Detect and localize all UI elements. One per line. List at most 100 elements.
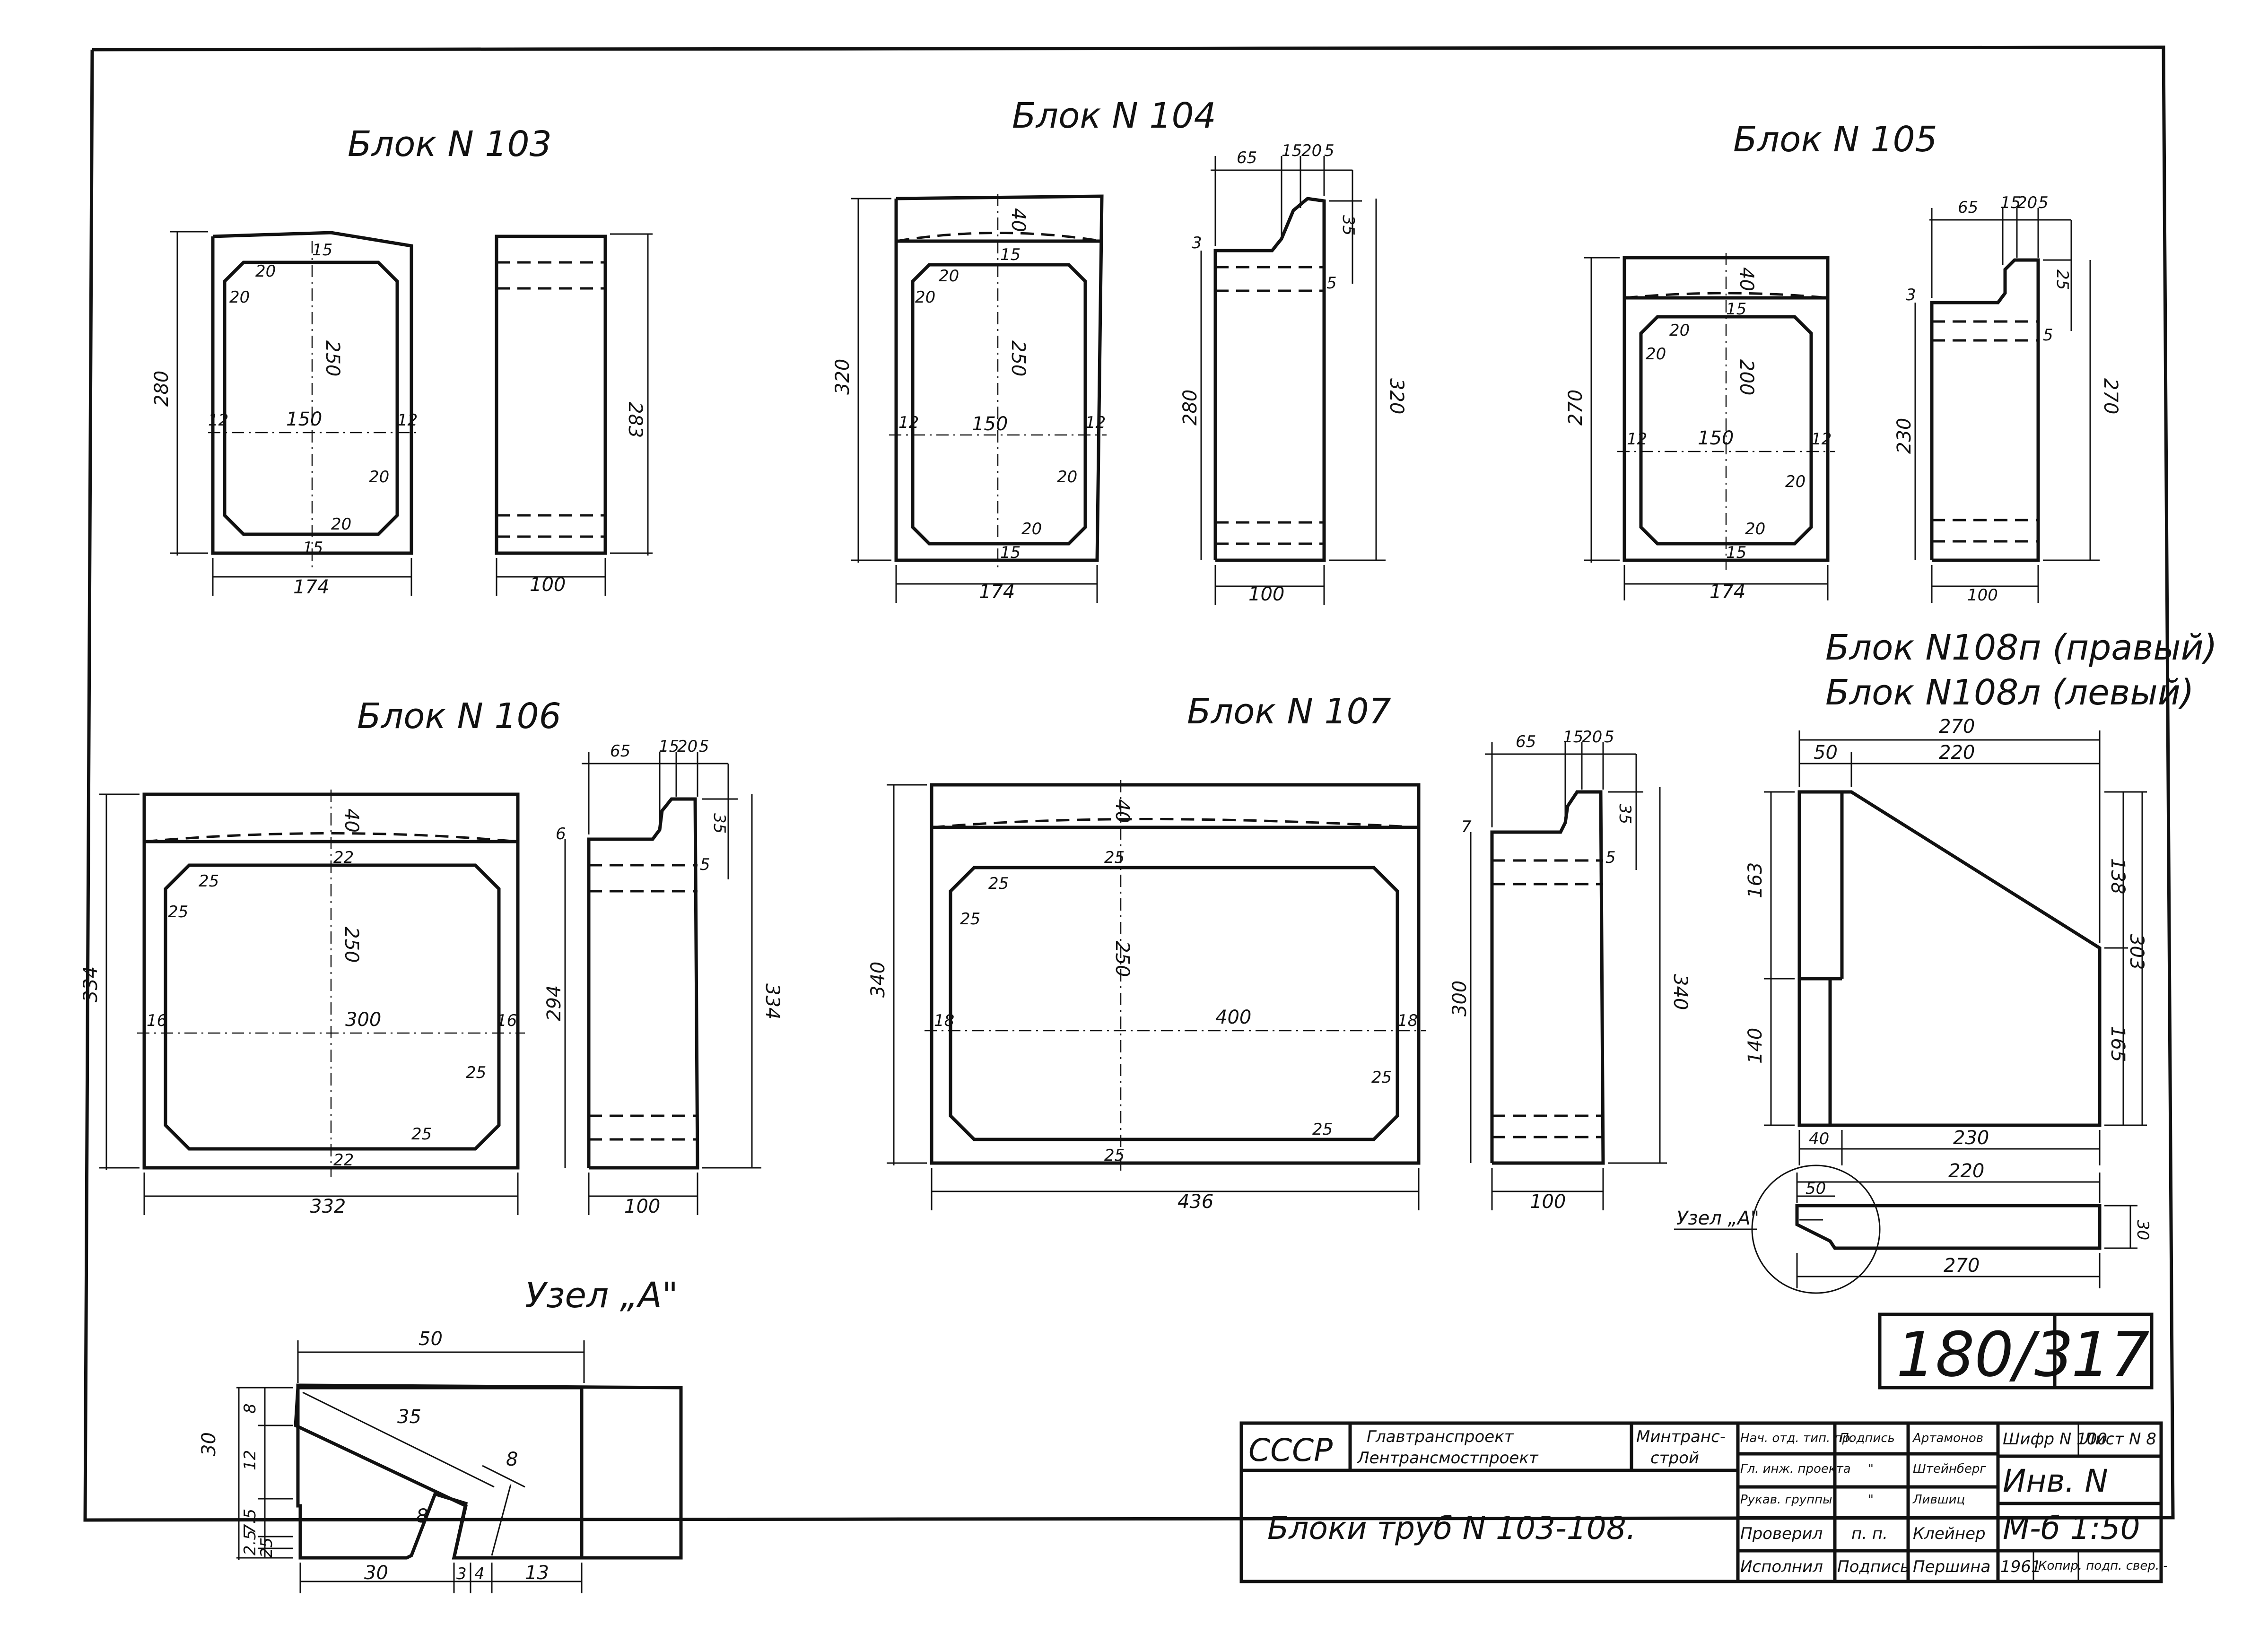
block-106-rim-bottom: 22 — [333, 1151, 354, 1170]
title-block-role-3: Рукав. группы — [1740, 1493, 1832, 1507]
title-block: СССР Главтранспроект Лентрансмостпроект … — [1239, 1421, 2168, 1583]
block-107: Блок N 107 340 40 250 400 436 25 25 25 2… — [867, 691, 1691, 1213]
node-a-cut: 8 — [416, 1505, 428, 1527]
title-block-org-2: Лентрансмостпроект — [1356, 1449, 1539, 1468]
stamp-number: 17 — [2071, 1319, 2149, 1390]
block-104-side-top-c: 20 — [1301, 141, 1322, 160]
block-108-plan-bottom: 270 — [1944, 1255, 1980, 1277]
title-block-name-2: Штейнберг — [1913, 1462, 1986, 1476]
block-107-height: 340 — [867, 962, 889, 998]
block-107-side-top-c: 20 — [1582, 728, 1602, 747]
block-104-chamfer-bottom: 20 — [1057, 468, 1077, 487]
block-105-side-gap: 5 — [2043, 326, 2053, 345]
block-103-chamfer-top-2: 20 — [255, 262, 276, 281]
block-105-wall-right: 12 — [1811, 430, 1832, 449]
block-104-side-width: 100 — [1248, 583, 1284, 605]
title-block-sign-5: Подпись — [1837, 1557, 1910, 1576]
block-106-side-small: 6 — [556, 825, 566, 843]
block-107-side-top-a: 65 — [1516, 732, 1536, 751]
node-a-slope: 35 — [397, 1406, 421, 1428]
title-block-ministry-2: строй — [1650, 1449, 1699, 1468]
block-107-inner-width: 400 — [1215, 1007, 1251, 1028]
block-104-height: 320 — [832, 359, 854, 395]
node-a-b4: 13 — [525, 1562, 549, 1584]
block-107-chamfer-top-2: 25 — [988, 874, 1009, 893]
block-107-chamfer-bottom-2: 25 — [1312, 1120, 1333, 1139]
block-103-height: 280 — [151, 371, 173, 407]
block-103-width: 174 — [293, 576, 329, 598]
block-105-side-small: 3 — [1906, 286, 1916, 304]
block-108-upper-left: 163 — [1745, 862, 1766, 898]
block-104-side-gap: 5 — [1326, 274, 1337, 293]
title-block-drawing-title: Блоки труб N 103-108. — [1267, 1510, 1636, 1546]
block-104-chamfer-top-2: 20 — [939, 267, 959, 286]
block-106-side-view: 65 15 20 5 35 5 6 294 334 100 — [543, 737, 783, 1217]
title-block-name-5: Першина — [1913, 1557, 1990, 1576]
title-block-country: СССР — [1248, 1432, 1333, 1468]
block-107-side-small: 7 — [1461, 817, 1472, 836]
block-106-front-view: 334 40 250 300 332 25 25 25 25 16 16 22 … — [80, 790, 525, 1217]
title-block-scale: М-б 1:50 — [2003, 1510, 2140, 1546]
block-106-chamfer-top-2: 25 — [199, 872, 219, 891]
block-103-inner-height: 250 — [322, 340, 343, 376]
block-106-side-top-a: 65 — [610, 742, 630, 761]
block-108-upper-right: 138 — [2107, 858, 2128, 894]
block-104-side-step: 35 — [1339, 215, 1358, 235]
title-block-cipher: Шифр N 100 — [2003, 1430, 2107, 1449]
title-block-ministry-1: Минтранс- — [1636, 1427, 1726, 1446]
block-107-wall-right: 18 — [1397, 1011, 1418, 1030]
title-block-copy: Копир. подп. свер. - — [2038, 1559, 2168, 1573]
block-103-side-width: 100 — [530, 574, 566, 596]
block-108-lower-right: 165 — [2107, 1026, 2128, 1062]
title-block-sign-3: " — [1868, 1493, 1874, 1507]
block-107-side-step: 35 — [1615, 804, 1634, 824]
node-a-b2: 3 — [456, 1564, 467, 1583]
block-108-plan-thick: 30 — [2133, 1220, 2152, 1240]
block-108-node-label: Узел „А" — [1676, 1208, 1759, 1229]
block-105-inner-height: 200 — [1736, 359, 1757, 395]
block-104-side-height: 320 — [1386, 378, 1407, 414]
node-a-lip: 8 — [506, 1449, 518, 1470]
block-105-side-step: 25 — [2053, 269, 2072, 290]
block-105-side-body-height: 230 — [1893, 418, 1915, 454]
block-106-width: 332 — [310, 1196, 346, 1217]
block-103-chamfer-bottom: 20 — [369, 468, 389, 487]
block-104-wall-left: 12 — [898, 413, 919, 432]
title-block-inventory: Инв. N — [2003, 1463, 2108, 1499]
block-107-front-view: 340 40 250 400 436 25 25 25 25 18 18 25 … — [867, 780, 1426, 1213]
block-108-lower-left: 140 — [1745, 1028, 1766, 1064]
block-105-chamfer-bottom: 20 — [1785, 472, 1806, 491]
node-a-width: 50 — [419, 1328, 443, 1350]
block-105-width: 174 — [1710, 581, 1745, 603]
block-106: Блок N 106 334 40 250 300 332 25 25 25 2… — [80, 696, 783, 1217]
block-103-chamfer-top: 20 — [229, 288, 250, 307]
block-105-inner-width: 150 — [1698, 427, 1734, 449]
block-104-wall-right: 12 — [1085, 413, 1106, 432]
block-106-wall-right: 16 — [497, 1011, 517, 1030]
block-107-side-top-b: 15 — [1563, 728, 1583, 747]
block-108-slope-width: 220 — [1939, 742, 1975, 764]
block-106-height: 334 — [80, 966, 102, 1002]
title-block-sign-1: Подпись — [1840, 1431, 1895, 1445]
block-106-rim-top: 22 — [333, 848, 354, 867]
block-106-side-width: 100 — [624, 1196, 660, 1217]
block-106-inner-height: 250 — [340, 927, 362, 963]
block-107-side-height: 340 — [1669, 974, 1691, 1010]
block-104-inner-height: 250 — [1007, 340, 1029, 376]
block-104-width: 174 — [979, 581, 1015, 603]
block-108-right-title: Блок N108п (правый) — [1825, 627, 2217, 668]
block-105-wall-left: 12 — [1627, 430, 1647, 449]
block-105-chamfer-top: 20 — [1646, 345, 1666, 364]
block-107-wall-left: 18 — [934, 1011, 954, 1030]
block-105-side-top-b: 15 — [2000, 193, 2021, 212]
block-105-height: 270 — [1565, 390, 1587, 426]
block-103-side-view: 283 100 — [495, 233, 653, 596]
node-a-title: Узел „А" — [525, 1275, 678, 1316]
block-105-chamfer-bottom-2: 20 — [1745, 520, 1765, 539]
block-106-side-top-d: 5 — [699, 737, 709, 756]
block-105-chamfer-top-2: 20 — [1669, 321, 1690, 340]
block-106-side-step: 35 — [710, 813, 729, 834]
block-104-rim-top: 15 — [1000, 245, 1021, 264]
title-block-role-1: Нач. отд. тип. пр. — [1740, 1431, 1854, 1445]
